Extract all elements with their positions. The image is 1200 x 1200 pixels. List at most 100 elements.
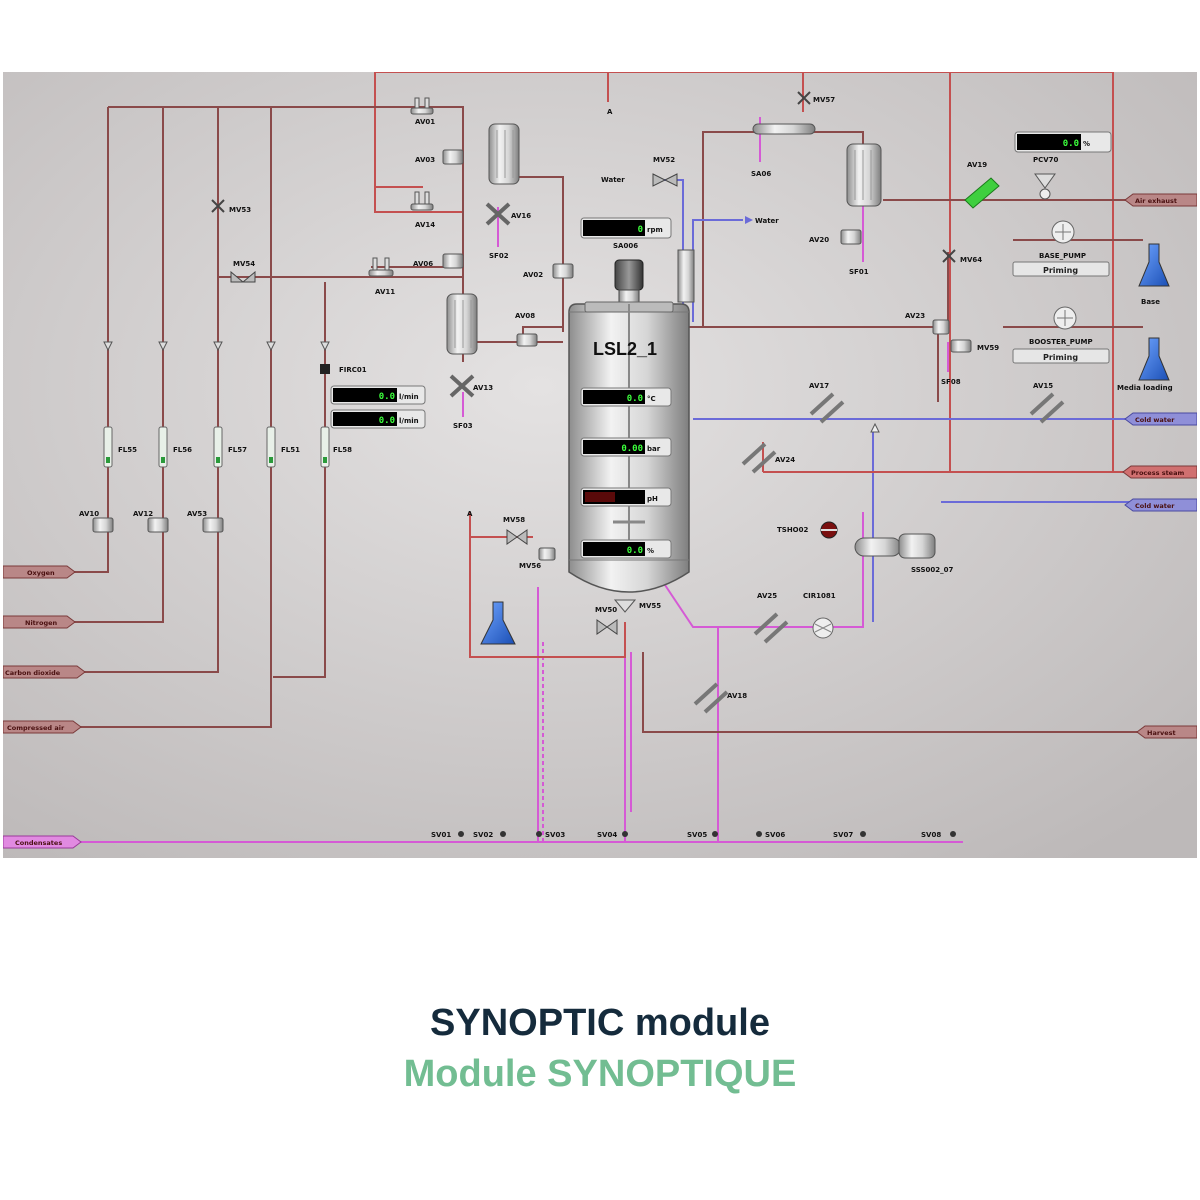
valve-av06[interactable]: AV06	[413, 253, 464, 269]
valve-av14[interactable]: AV14	[410, 191, 435, 229]
valve-mv53[interactable]: MV53	[211, 199, 251, 214]
condenser-top-left[interactable]	[488, 123, 520, 185]
valve-mv52[interactable]: MV52	[652, 156, 678, 187]
valve-av10[interactable]: AV10	[79, 510, 114, 533]
reactor-readout-pressure[interactable]: 0.00 bar	[580, 437, 672, 457]
caption-title-french: Module SYNOPTIQUE	[403, 1053, 797, 1095]
valves: AV01 AV03 AV14 AV06 AV11 MV53	[79, 91, 1065, 714]
valve-pcv70[interactable]: PCV70	[1033, 156, 1059, 200]
port-cold-water-2[interactable]: Cold water	[1124, 498, 1197, 512]
valve-av13[interactable]: AV13 SF03	[449, 374, 493, 430]
heat-exchanger[interactable]: SSS002_07	[854, 533, 953, 574]
flowmeter-fl55[interactable]: FL55	[103, 426, 137, 468]
ph-unit: pH	[647, 495, 658, 503]
indicator-firc01[interactable]: FIRC01	[320, 364, 367, 374]
port-harvest-label: Harvest	[1147, 729, 1176, 737]
base-flask[interactable]: Base	[1138, 243, 1170, 306]
port-nitrogen[interactable]: Nitrogen	[3, 615, 76, 629]
valve-av15[interactable]: AV15	[1029, 382, 1065, 424]
valve-av11[interactable]: AV11	[368, 257, 395, 296]
valve-av23[interactable]: AV23	[905, 312, 950, 335]
booster-pump-icon[interactable]	[1053, 306, 1077, 330]
steam-point-sv04[interactable]: SV04	[597, 831, 628, 839]
flow-readout-2[interactable]: 0.0 l/min	[330, 409, 426, 429]
condenser-left[interactable]	[446, 293, 478, 355]
vent-b-icon: A	[467, 510, 473, 518]
valve-av16[interactable]: AV16 SF02	[485, 202, 531, 260]
temperature-value: 0.0	[627, 394, 643, 404]
flowmeter-fl57[interactable]: FL57	[213, 426, 247, 468]
valve-av18[interactable]: AV18	[693, 682, 747, 714]
valve-av19[interactable]: AV19	[964, 161, 1000, 209]
valve-av53[interactable]: AV53	[187, 510, 224, 533]
agitator-tag: SA006	[613, 242, 638, 250]
agitator-motor[interactable]	[614, 259, 644, 291]
flow-readouts: 0.0 l/min 0.0 l/min	[330, 385, 426, 429]
steam-point-sv08[interactable]: SV08	[921, 831, 956, 839]
reactor-readout-temperature[interactable]: 0.0 °C	[580, 387, 672, 407]
valve-mv54[interactable]: MV54	[230, 260, 256, 283]
reactor[interactable]: LSL2_1 0.0 °C 0.00 bar pH 0.0 %	[568, 217, 695, 593]
booster-pump-priming-label: Priming	[1043, 353, 1078, 362]
port-compressed-air[interactable]: Compressed air	[3, 720, 82, 734]
sparger-bar[interactable]	[752, 123, 816, 135]
flowmeter-fl58[interactable]: FL58	[320, 426, 352, 468]
port-carbon-dioxide[interactable]: Carbon dioxide	[3, 665, 86, 679]
vent-a-icon: A	[607, 108, 613, 116]
flow-2-unit: l/min	[399, 417, 419, 425]
valve-mv57[interactable]: MV57	[797, 91, 835, 105]
port-harvest[interactable]: Harvest	[1136, 725, 1197, 739]
port-condensates[interactable]: Condensates	[3, 835, 82, 849]
valve-av25[interactable]: AV25	[753, 592, 789, 644]
booster-pump: BOOSTER_PUMP Priming Media loading	[1012, 306, 1173, 392]
check-valve-icons	[103, 341, 330, 352]
flow-readout-1[interactable]: 0.0 l/min	[330, 385, 426, 405]
av23-label: AV23	[905, 312, 925, 320]
base-pump-icon[interactable]	[1051, 220, 1075, 244]
port-nitrogen-label: Nitrogen	[25, 619, 58, 627]
av11-label: AV11	[375, 288, 395, 296]
port-air-exhaust[interactable]: Air exhaust	[1124, 193, 1197, 207]
valve-mv59[interactable]: MV59 SF08	[941, 339, 999, 386]
agitator-speed-unit: rpm	[647, 226, 663, 234]
sf02-label: SF02	[489, 252, 509, 260]
valve-mv56[interactable]: MV56	[519, 547, 556, 570]
steam-point-sv03[interactable]: SV03	[536, 831, 565, 839]
sampling-flask[interactable]	[480, 601, 516, 645]
flowmeter-fl51[interactable]: FL51	[266, 426, 300, 468]
tsh002-label: TSHO02	[777, 526, 808, 534]
steam-point-sv05[interactable]: SV05	[687, 831, 718, 839]
valve-av01[interactable]: AV01	[410, 97, 435, 126]
reactor-readout-ph[interactable]: pH	[580, 487, 672, 507]
valve-av08[interactable]: AV08	[515, 312, 538, 347]
circulation-pump[interactable]: CIR1081	[803, 592, 836, 639]
steam-point-sv06[interactable]: SV06	[756, 831, 785, 839]
reactor-readout-level[interactable]: 0.0 %	[580, 539, 672, 559]
valve-av17[interactable]: AV17	[809, 382, 845, 424]
booster-pump-priming-button[interactable]: Priming	[1012, 348, 1110, 364]
media-flask[interactable]: Media loading	[1117, 337, 1173, 392]
steam-point-sv07[interactable]: SV07	[833, 831, 866, 839]
base-pump-priming-button[interactable]: Priming	[1012, 261, 1110, 277]
port-oxygen[interactable]: Oxygen	[3, 565, 76, 579]
steam-point-sv02[interactable]: SV02	[473, 831, 506, 839]
mv59-label: MV59	[977, 344, 999, 352]
port-process-steam[interactable]: Process steam	[1122, 465, 1197, 479]
tsh002-sensor[interactable]: TSHO02	[777, 521, 838, 539]
exhaust-readout[interactable]: 0.0 %	[1014, 131, 1112, 153]
port-cold-water-1[interactable]: Cold water	[1124, 412, 1197, 426]
valve-mv50[interactable]: MV50	[595, 606, 618, 635]
condenser-right[interactable]	[846, 143, 882, 207]
valve-mv64[interactable]: MV64	[942, 249, 982, 264]
valve-av20[interactable]: AV20 SF01	[809, 229, 869, 276]
agitator-speed-readout[interactable]: 0 rpm SA006	[580, 217, 672, 250]
valve-av12[interactable]: AV12	[133, 510, 169, 533]
valve-av24[interactable]: AV24	[741, 442, 795, 474]
valve-av03[interactable]: AV03	[415, 149, 464, 165]
valve-mv58[interactable]: MV58	[503, 516, 528, 545]
valve-mv55[interactable]: MV55	[613, 599, 661, 613]
valve-av02[interactable]: AV02	[523, 263, 574, 279]
flowmeter-fl56[interactable]: FL56	[158, 426, 192, 468]
fl58-label: FL58	[333, 446, 352, 454]
steam-point-sv01[interactable]: SV01	[431, 831, 464, 839]
